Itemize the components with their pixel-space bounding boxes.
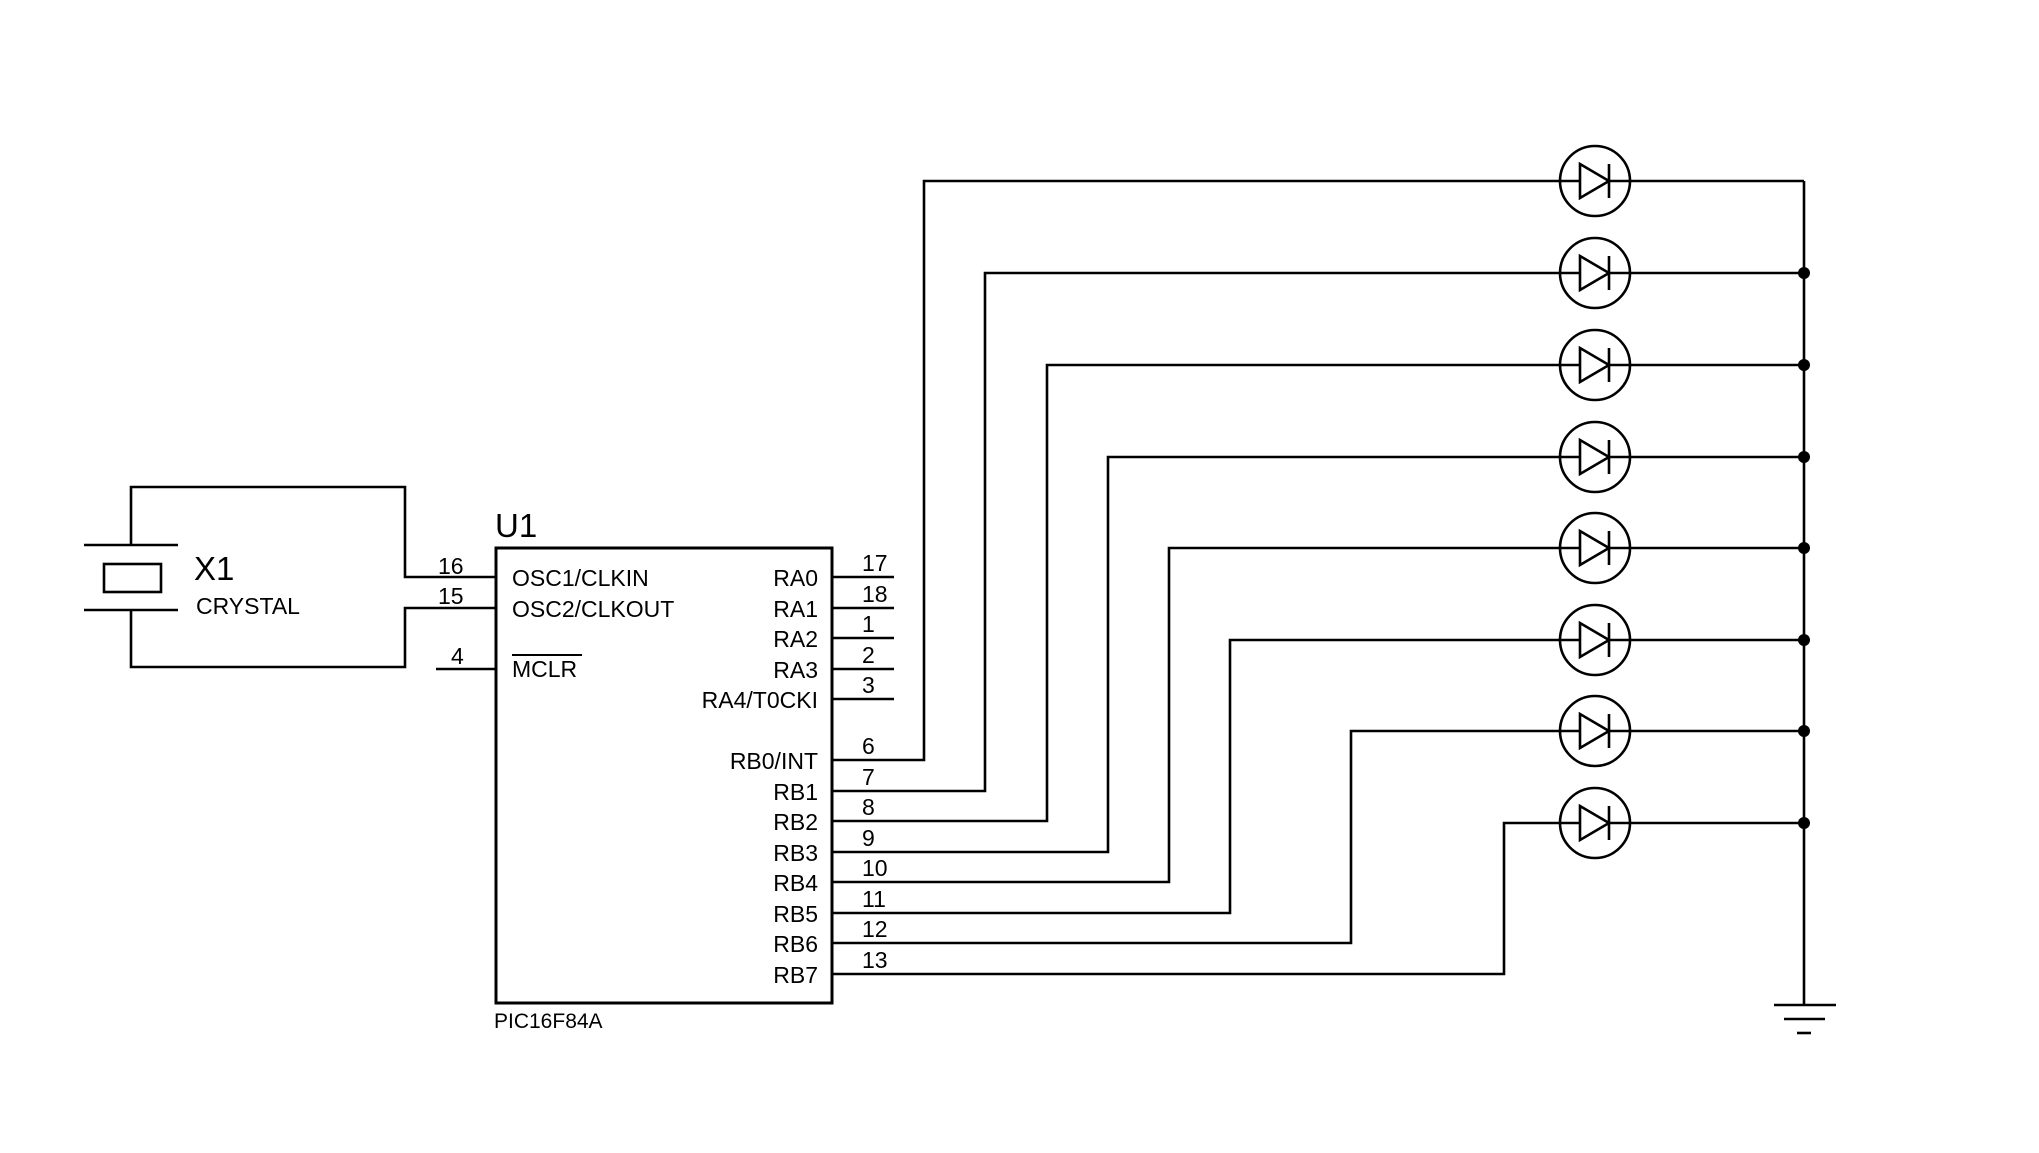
pin-name-rb0: RB0/INT [730,748,818,774]
mcu-pin-osc2: OSC2/CLKOUT 15 [438,583,674,622]
pin-name-ra1: RA1 [773,596,818,622]
common-bus [1630,179,1806,1005]
led-net-rb3: RB3 9 [773,455,1560,866]
mcu-part-label: PIC16F84A [494,1010,603,1033]
pin-number-17: 17 [862,550,888,576]
mcu-pin-osc1: OSC1/CLKIN 16 [438,553,649,591]
led-net-rb2: RB2 8 [773,363,1560,835]
junction-dots [1798,267,1810,829]
led-net-rb0: RB0/INT 6 [730,179,1560,774]
pin-number-15: 15 [438,583,464,609]
mcu-body [494,546,834,1005]
pin-name-rb1: RB1 [773,779,818,805]
pin-number-3: 3 [862,672,875,698]
crystal-x1 [84,485,496,669]
pin-number-12: 12 [862,916,888,942]
pin-name-rb7: RB7 [773,962,818,988]
pin-name-osc1: OSC1/CLKIN [512,565,649,591]
pin-number-7: 7 [862,764,875,790]
led-net-rb1: RB1 7 [773,271,1560,805]
crystal-ref-label: X1 [194,550,234,587]
pin-number-13: 13 [862,947,888,973]
junction-dot [1798,817,1810,829]
pin-name-ra3: RA3 [773,657,818,683]
led-4 [1558,420,1632,494]
led-net-rb6: RB6 12 [773,729,1560,957]
junction-dot [1798,725,1810,737]
junction-dot [1798,634,1810,646]
led-net-rb7: RB7 13 [773,821,1560,988]
led-8 [1558,786,1632,860]
junction-dot [1798,542,1810,554]
mcu-pin-mclr: MCLR 4 [436,643,582,682]
mcu-pin-ra4: RA4/T0CKI 3 [702,672,894,713]
led-6 [1558,603,1632,677]
pin-number-9: 9 [862,825,875,851]
mcu-ref-label: U1 [495,507,537,544]
pin-name-rb3: RB3 [773,840,818,866]
pin-name-mclr: MCLR [512,656,577,682]
pin-name-osc2: OSC2/CLKOUT [512,596,674,622]
led-7 [1558,694,1632,768]
pin-number-4: 4 [451,643,464,669]
pin-name-ra2: RA2 [773,626,818,652]
mcu-pin-ra3: RA3 2 [773,642,894,683]
pin-number-2: 2 [862,642,875,668]
pin-name-ra4: RA4/T0CKI [702,687,818,713]
led-2 [1558,236,1632,310]
led-net-rb4: RB4 10 [773,546,1560,896]
pin-number-16: 16 [438,553,464,579]
pin-number-18: 18 [862,581,888,607]
pin-number-10: 10 [862,855,888,881]
ground-icon [1774,1003,1836,1035]
pin-name-rb6: RB6 [773,931,818,957]
led-1 [1558,144,1632,218]
pin-name-rb4: RB4 [773,870,818,896]
pin-number-6: 6 [862,733,875,759]
crystal-value-label: CRYSTAL [196,593,300,619]
led-5 [1558,511,1632,585]
mcu-pin-ra2: RA2 1 [773,611,894,652]
junction-dot [1798,359,1810,371]
pin-number-8: 8 [862,794,875,820]
led-3 [1558,328,1632,402]
led-net-rb5: RB5 11 [773,638,1560,927]
pin-number-1: 1 [862,611,875,637]
junction-dot [1798,451,1810,463]
mcu-pin-ra0: RA0 17 [773,550,894,591]
junction-dot [1798,267,1810,279]
mcu-pin-ra1: RA1 18 [773,581,894,622]
pin-number-11: 11 [862,886,886,912]
pin-name-ra0: RA0 [773,565,818,591]
pin-name-rb2: RB2 [773,809,818,835]
pin-name-rb5: RB5 [773,901,818,927]
